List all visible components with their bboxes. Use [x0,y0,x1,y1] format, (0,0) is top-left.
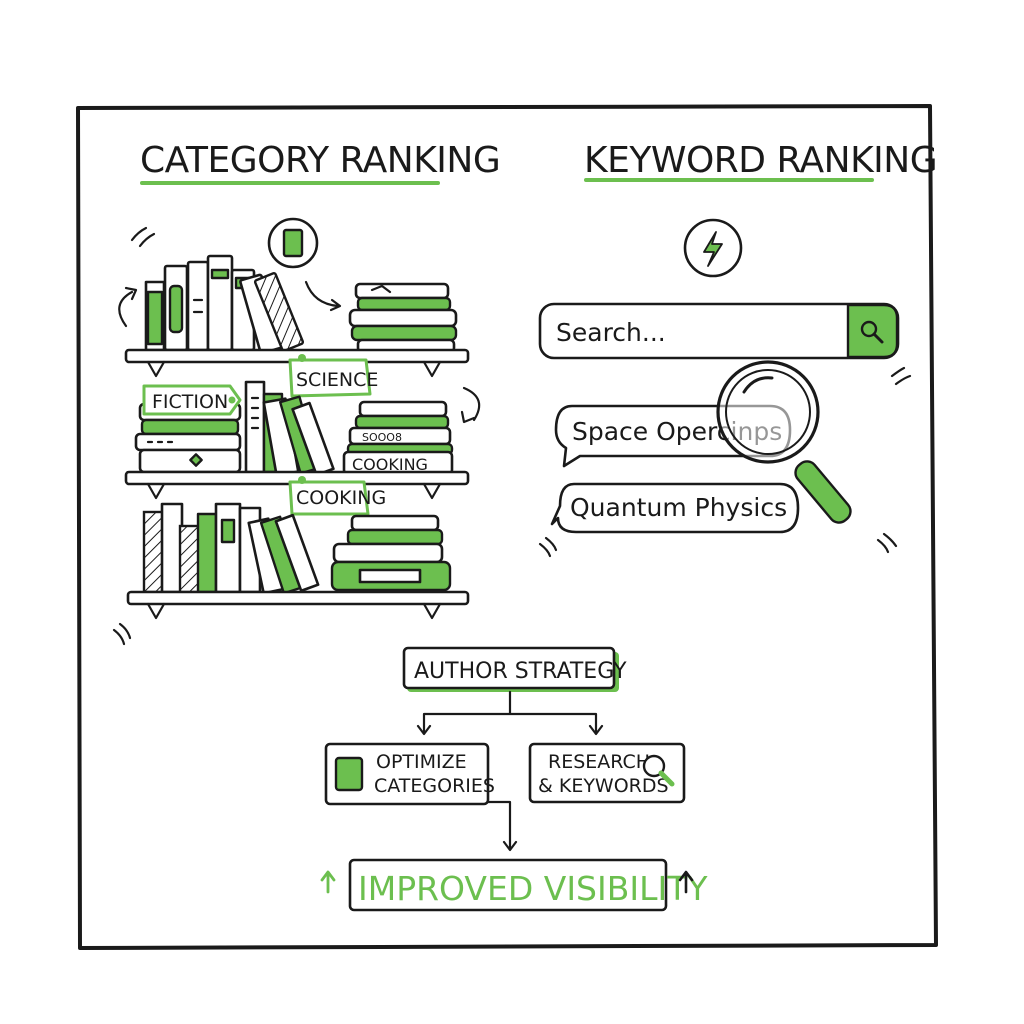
category-title: CATEGORY RANKING [140,140,500,181]
magnifier-icon [716,360,852,524]
motion-mark [538,536,558,558]
shelf-2-books [134,380,335,477]
improved-visibility-box: IMPROVED VISIBILITY [348,858,708,912]
search-icon [642,754,675,787]
stack-book-label: SOOO8 [362,431,402,444]
shelf-2-stack: SOOO8 COOKING [342,400,454,476]
author-strategy-label: AUTHOR STRATEGY [414,659,627,684]
cycle-arrow-icon [118,286,138,328]
optimize-line-2: CATEGORIES [374,775,495,797]
research-keywords-box: RESEARCH & KEYWORDS [528,742,686,804]
outer-frame [76,104,938,950]
shelf-3 [126,590,470,620]
up-arrow-icon [320,870,336,894]
shelf-1 [124,348,470,378]
suggestion-2[interactable]: Quantum Physics [550,482,800,534]
improved-visibility-label: IMPROVED VISIBILITY [358,869,708,908]
search-button[interactable] [846,303,899,359]
search-input-placeholder: Search... [556,318,666,347]
motion-mark [112,622,132,646]
suggestion-2-label: Quantum Physics [570,493,787,522]
science-tag: SCIENCE [288,354,378,398]
science-tag-label: SCIENCE [296,369,378,391]
fiction-tag-label: FICTION [152,391,228,413]
shelf-1-books [144,254,305,355]
search-bar[interactable]: Search... [538,302,900,360]
cycle-arrow-icon [460,386,481,424]
motion-mark [890,366,912,386]
fiction-tag: FICTION [142,384,242,416]
up-arrow-icon [678,870,694,894]
book-circle-icon [267,217,319,269]
cooking-tag: COOKING [288,476,386,516]
keyword-title: KEYWORD RANKING [584,140,937,181]
shelf-3-books [142,502,320,595]
lightning-icon [683,218,743,278]
optimize-categories-box: OPTIMIZE CATEGORIES [324,742,495,806]
shelf-3-stack [330,514,452,592]
cooking-tag-label: COOKING [296,487,386,509]
strategy-connectors [416,690,604,852]
author-strategy-box: AUTHOR STRATEGY [402,646,627,692]
motion-mark [130,226,156,248]
optimize-line-1: OPTIMIZE [376,751,467,773]
research-line-1: RESEARCH [548,751,650,773]
shelf-1-stack [348,282,458,354]
search-icon [860,320,884,344]
research-line-2: & KEYWORDS [538,775,669,797]
flow-arrow [304,280,342,312]
motion-mark [876,532,898,554]
cooking-shelf-label: COOKING [352,455,428,474]
